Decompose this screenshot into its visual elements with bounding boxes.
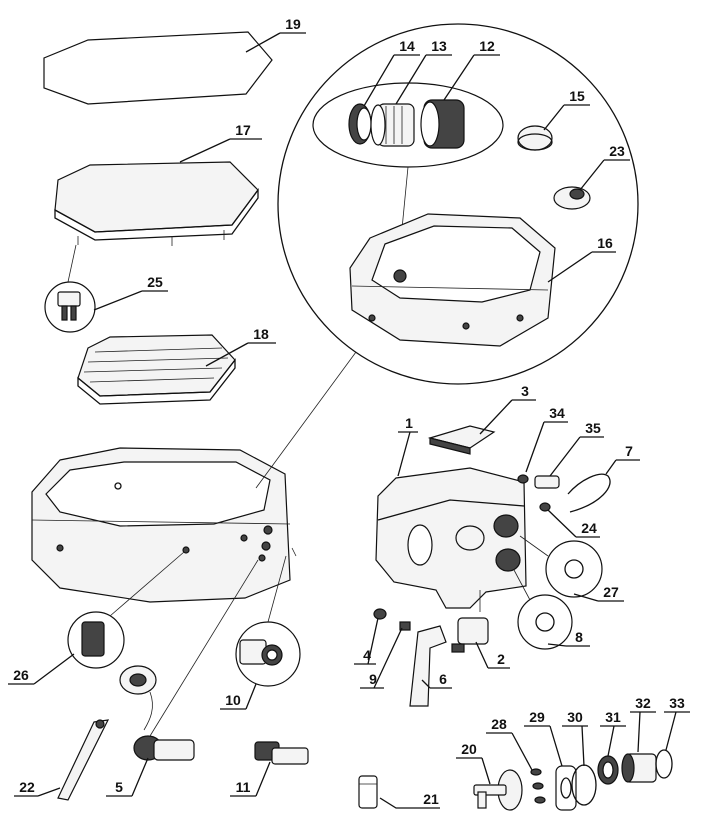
part-17-cover <box>54 161 259 283</box>
part-12-filter-housing <box>420 99 465 149</box>
part-23-valve-cap <box>553 186 591 210</box>
callout-23: 23 <box>609 143 625 159</box>
callout-11: 11 <box>235 779 251 795</box>
part-15-inlet-cap <box>517 125 553 151</box>
callout-7: 7 <box>625 443 633 459</box>
callout-5: 5 <box>115 779 123 795</box>
leader-lines <box>8 32 690 809</box>
part-22-hose-wand <box>57 719 110 801</box>
callout-35: 35 <box>585 420 601 436</box>
callout-4: 4 <box>363 647 371 663</box>
part-2-drain-valve <box>451 617 489 653</box>
part-7-heater-cable <box>567 473 611 513</box>
callout-27: 27 <box>603 584 619 600</box>
callout-19: 19 <box>285 16 301 32</box>
callout-2: 2 <box>497 651 505 667</box>
callout-8: 8 <box>575 629 583 645</box>
callout-25: 25 <box>147 274 163 290</box>
part-20-tap-fitting <box>473 769 523 811</box>
part-19-ground-cloth <box>43 31 273 105</box>
callout-17: 17 <box>235 122 251 138</box>
part-16-tub-body <box>349 213 556 347</box>
callout-16: 16 <box>597 235 613 251</box>
callout-18: 18 <box>253 326 269 342</box>
callout-9: 9 <box>369 671 377 687</box>
callout-33: 33 <box>669 695 685 711</box>
callout-20: 20 <box>461 741 477 757</box>
callout-21: 21 <box>423 791 439 807</box>
callout-24: 24 <box>581 520 597 536</box>
callout-34: 34 <box>549 405 565 421</box>
callout-30: 30 <box>567 709 583 725</box>
callout-29: 29 <box>529 709 545 725</box>
part-27-seal-ring-large <box>519 535 603 598</box>
part-24-sensor-plug <box>539 502 551 512</box>
callout-31: 31 <box>605 709 621 725</box>
part-26-handle-detail <box>67 551 185 669</box>
part-31-nut <box>597 755 619 785</box>
part-34-clip <box>517 474 529 484</box>
part-14-filter-cap <box>348 103 372 145</box>
part-9-pin <box>399 621 411 631</box>
part-1-pump-unit <box>375 467 527 612</box>
part-11-hose-adapter <box>254 741 309 765</box>
part-8-seal-ring <box>513 569 573 650</box>
part-35-connector <box>534 475 560 489</box>
callout-22: 22 <box>19 779 35 795</box>
callout-12: 12 <box>479 38 495 54</box>
part-25-buckle-detail <box>44 281 96 333</box>
part-4-screw <box>373 608 387 620</box>
callout-26: 26 <box>13 667 29 683</box>
part-21-test-vial <box>358 775 378 809</box>
part-33-o-ring <box>655 749 673 779</box>
part-5-air-valve <box>119 559 259 761</box>
part-10-valve-detail <box>235 555 301 687</box>
callout-3: 3 <box>521 383 529 399</box>
part-29-gasket <box>555 765 577 811</box>
part-6-support-bracket <box>409 625 447 707</box>
inflated-spa <box>31 351 357 603</box>
part-13-filter-cartridge <box>370 103 415 147</box>
callout-14: 14 <box>399 38 415 54</box>
part-18-floor-mat <box>77 334 236 405</box>
callout-32: 32 <box>635 695 651 711</box>
callout-28: 28 <box>491 716 507 732</box>
part-28-screws <box>530 768 546 804</box>
callout-13: 13 <box>431 38 447 54</box>
callout-15: 15 <box>569 88 585 104</box>
callout-1: 1 <box>405 415 413 431</box>
callout-10: 10 <box>225 692 241 708</box>
callout-6: 6 <box>439 671 447 687</box>
part-3-control-panel <box>427 425 496 455</box>
part-32-flange <box>621 753 657 783</box>
